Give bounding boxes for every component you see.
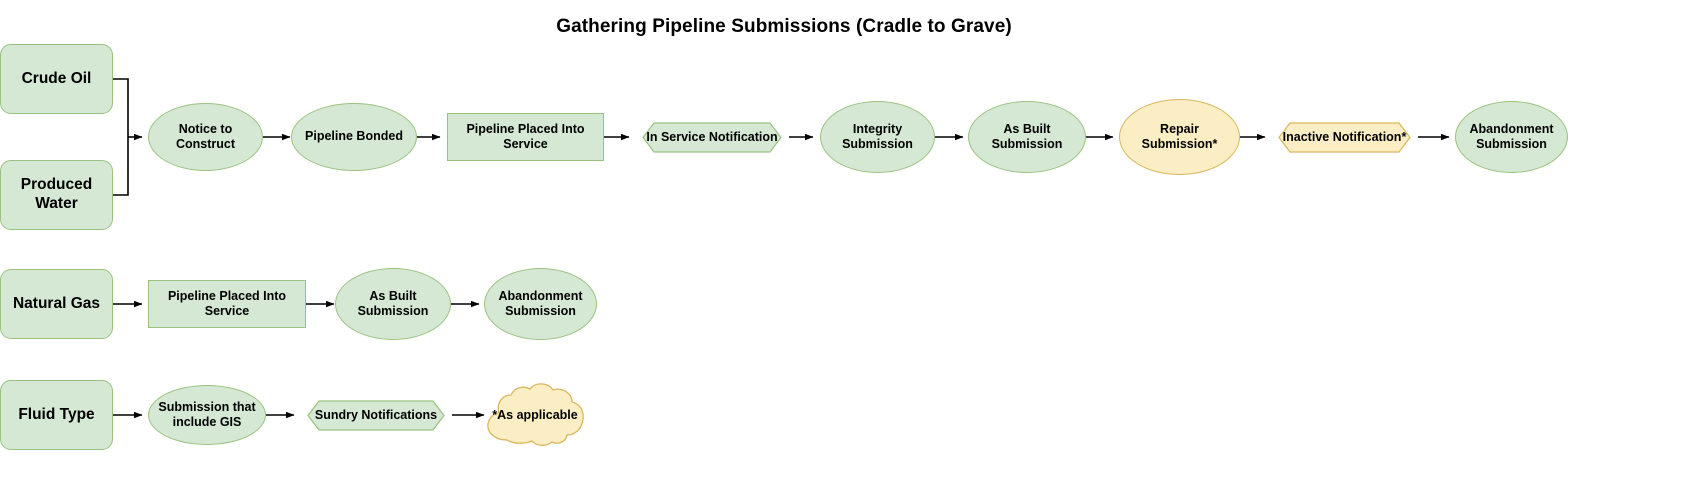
node-as-applicable-label: *As applicable (492, 408, 578, 423)
node-crude-oil[interactable]: Crude Oil (0, 44, 113, 114)
node-inactive-notification[interactable]: Inactive Notification* (1271, 122, 1418, 153)
node-pipeline-bonded[interactable]: Pipeline Bonded (291, 103, 417, 171)
node-sundry-notifications[interactable]: Sundry Notifications (300, 400, 452, 431)
node-fluid-type[interactable]: Fluid Type (0, 380, 113, 450)
node-pipeline-placed-into-service[interactable]: Pipeline Placed Into Service (447, 113, 604, 161)
node-as-built-submission[interactable]: As Built Submission (968, 101, 1086, 173)
node-natural-gas-label: Natural Gas (12, 294, 100, 312)
node-in-service-notification[interactable]: In Service Notification (635, 122, 789, 153)
node-abandonment-submission-label: Abandonment Submission (1469, 121, 1554, 151)
node-pipeline-placed-into-service-label: Pipeline Placed Into Service (466, 121, 585, 151)
node-in-service-notification-label: In Service Notification (646, 129, 778, 144)
node-as-applicable[interactable]: *As applicable (484, 383, 586, 449)
node-ng-pipeline-placed-into-service[interactable]: Pipeline Placed Into Service (148, 280, 306, 328)
hexagon-shape (642, 122, 782, 153)
hexagon-shape (1278, 122, 1411, 153)
node-submission-that-include-gis[interactable]: Submission that include GIS (148, 385, 266, 445)
node-abandonment-submission[interactable]: Abandonment Submission (1455, 101, 1568, 173)
node-ng-as-built-submission-label: As Built Submission (357, 288, 429, 318)
node-fluid-type-label: Fluid Type (18, 405, 95, 423)
node-repair-submission-label: Repair Submission* (1141, 121, 1218, 151)
node-natural-gas[interactable]: Natural Gas (0, 269, 113, 339)
node-repair-submission[interactable]: Repair Submission* (1119, 99, 1240, 175)
node-integrity-submission[interactable]: Integrity Submission (820, 101, 935, 173)
edge-crude-oil-to-junction (113, 78, 129, 137)
edge-produced-water-to-junction (113, 137, 129, 196)
hexagon-shape (307, 400, 445, 431)
page-title: Gathering Pipeline Submissions (Cradle t… (556, 16, 1012, 37)
node-pipeline-bonded-label: Pipeline Bonded (305, 129, 403, 144)
node-crude-oil-label: Crude Oil (21, 69, 92, 87)
node-ng-as-built-submission[interactable]: As Built Submission (335, 268, 451, 340)
node-as-built-submission-label: As Built Submission (991, 121, 1063, 151)
node-integrity-submission-label: Integrity Submission (842, 121, 913, 151)
cloud-shape (487, 383, 584, 446)
node-ng-abandonment-submission[interactable]: Abandonment Submission (484, 268, 597, 340)
node-notice-to-construct-label: Notice to Construct (175, 121, 236, 151)
node-notice-to-construct[interactable]: Notice to Construct (148, 103, 263, 171)
node-inactive-notification-label: Inactive Notification* (1282, 129, 1407, 144)
node-submission-that-include-gis-label: Submission that include GIS (158, 399, 256, 429)
node-ng-pipeline-placed-into-service-label: Pipeline Placed Into Service (167, 288, 287, 318)
node-ng-abandonment-submission-label: Abandonment Submission (498, 288, 583, 318)
node-produced-water-label: Produced Water (20, 176, 93, 212)
node-produced-water[interactable]: Produced Water (0, 160, 113, 230)
node-sundry-notifications-label: Sundry Notifications (314, 407, 438, 422)
